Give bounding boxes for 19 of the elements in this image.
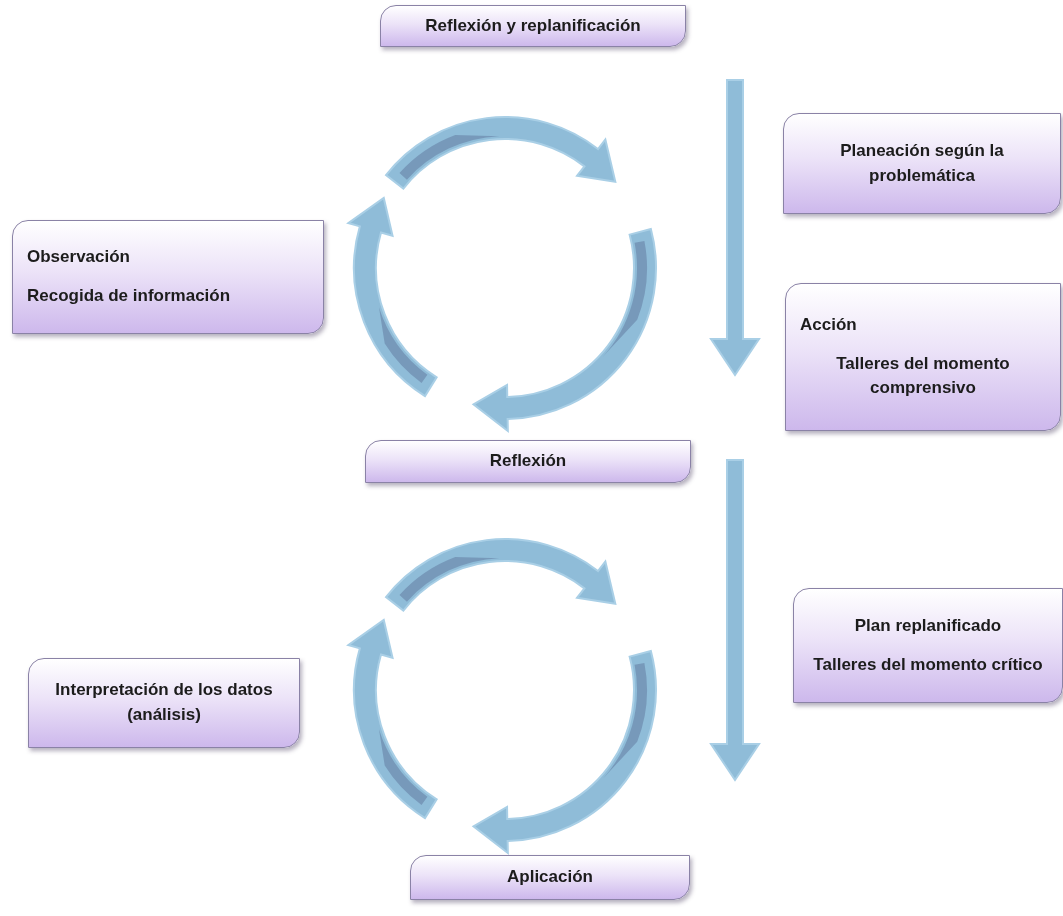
process-box bbox=[793, 588, 1063, 703]
process-box bbox=[410, 855, 690, 900]
box-label: Acción bbox=[800, 314, 858, 337]
process-box bbox=[785, 283, 1061, 431]
process-box bbox=[365, 440, 691, 483]
box-label: Talleres del momento comprensivo bbox=[835, 352, 1011, 400]
box-label: Plan replanificado bbox=[853, 614, 1003, 637]
box-label: Talleres del momento crítico bbox=[812, 653, 1044, 676]
box-label: Planeación según la problemática bbox=[839, 139, 1005, 187]
box-label: Aplicación bbox=[506, 866, 594, 889]
box-label: Reflexión y replanificación bbox=[424, 14, 642, 37]
box-label: Observación bbox=[27, 246, 131, 269]
box-label: Interpretación de los datos (análisis) bbox=[54, 679, 274, 726]
process-box bbox=[28, 658, 300, 748]
process-box bbox=[12, 220, 324, 334]
box-label: Reflexión bbox=[488, 450, 568, 473]
process-box bbox=[783, 113, 1061, 214]
process-box bbox=[380, 5, 686, 47]
box-label: Recogida de información bbox=[27, 285, 232, 307]
